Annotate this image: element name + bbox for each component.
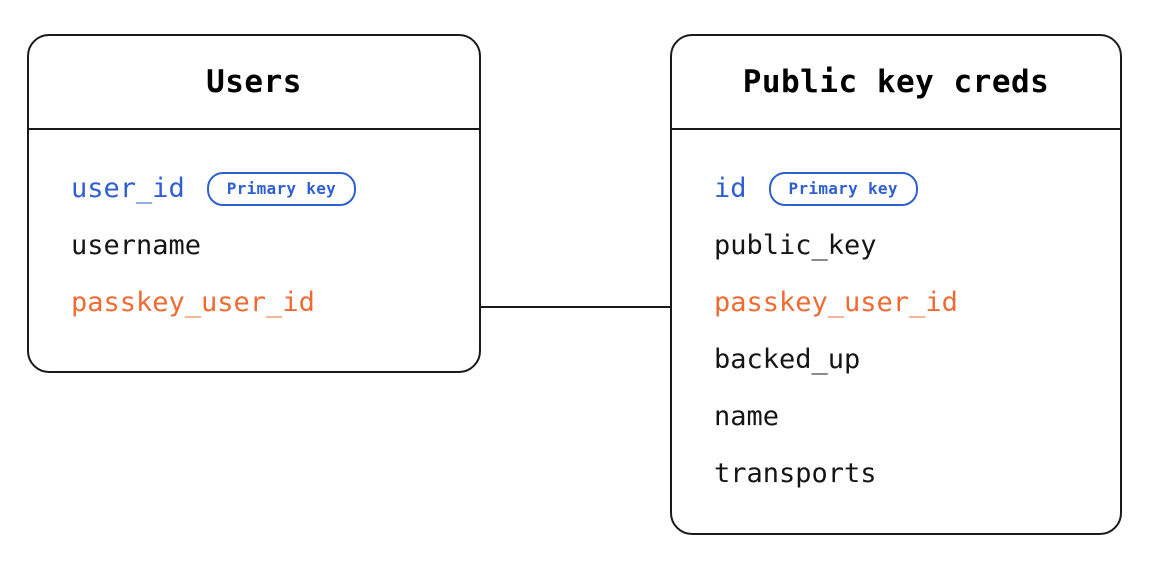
entity-title-public-key-creds: Public key creds	[742, 64, 1050, 100]
relationship-connector-users-to-public-key-creds[interactable]	[481, 306, 671, 308]
entity-field-list-users: user_id Primary key username passkey_use…	[29, 130, 479, 331]
entity-header-users: Users	[29, 36, 479, 130]
entity-header-public-key-creds: Public key creds	[672, 36, 1120, 130]
field-name-passkey-user-id: passkey_user_id	[714, 287, 958, 318]
entity-box-users[interactable]: Users user_id Primary key username passk…	[27, 34, 481, 373]
primary-key-badge: Primary key	[768, 171, 918, 206]
field-name-name: name	[714, 401, 780, 432]
field-name-transports: transports	[714, 458, 877, 489]
field-row-transports[interactable]: transports	[672, 445, 1120, 502]
entity-box-public-key-creds[interactable]: Public key creds id Primary key public_k…	[670, 34, 1122, 535]
field-row-name[interactable]: name	[672, 388, 1120, 445]
field-row-backed-up[interactable]: backed_up	[672, 331, 1120, 388]
primary-key-badge: Primary key	[206, 171, 357, 206]
field-row-public-key[interactable]: public_key	[672, 217, 1120, 274]
field-name-user-id: user_id	[71, 173, 185, 204]
field-name-public-key: public_key	[714, 230, 877, 261]
entity-field-list-public-key-creds: id Primary key public_key passkey_user_i…	[672, 130, 1120, 502]
field-name-username: username	[71, 230, 202, 261]
field-name-passkey-user-id: passkey_user_id	[71, 287, 315, 318]
field-row-id[interactable]: id Primary key	[672, 160, 1120, 217]
field-row-username[interactable]: username	[29, 217, 479, 274]
field-row-passkey-user-id[interactable]: passkey_user_id	[672, 274, 1120, 331]
field-name-backed-up: backed_up	[714, 344, 861, 375]
field-row-passkey-user-id[interactable]: passkey_user_id	[29, 274, 479, 331]
field-row-user-id[interactable]: user_id Primary key	[29, 160, 479, 217]
entity-title-users: Users	[206, 64, 302, 100]
field-name-id: id	[714, 173, 747, 204]
